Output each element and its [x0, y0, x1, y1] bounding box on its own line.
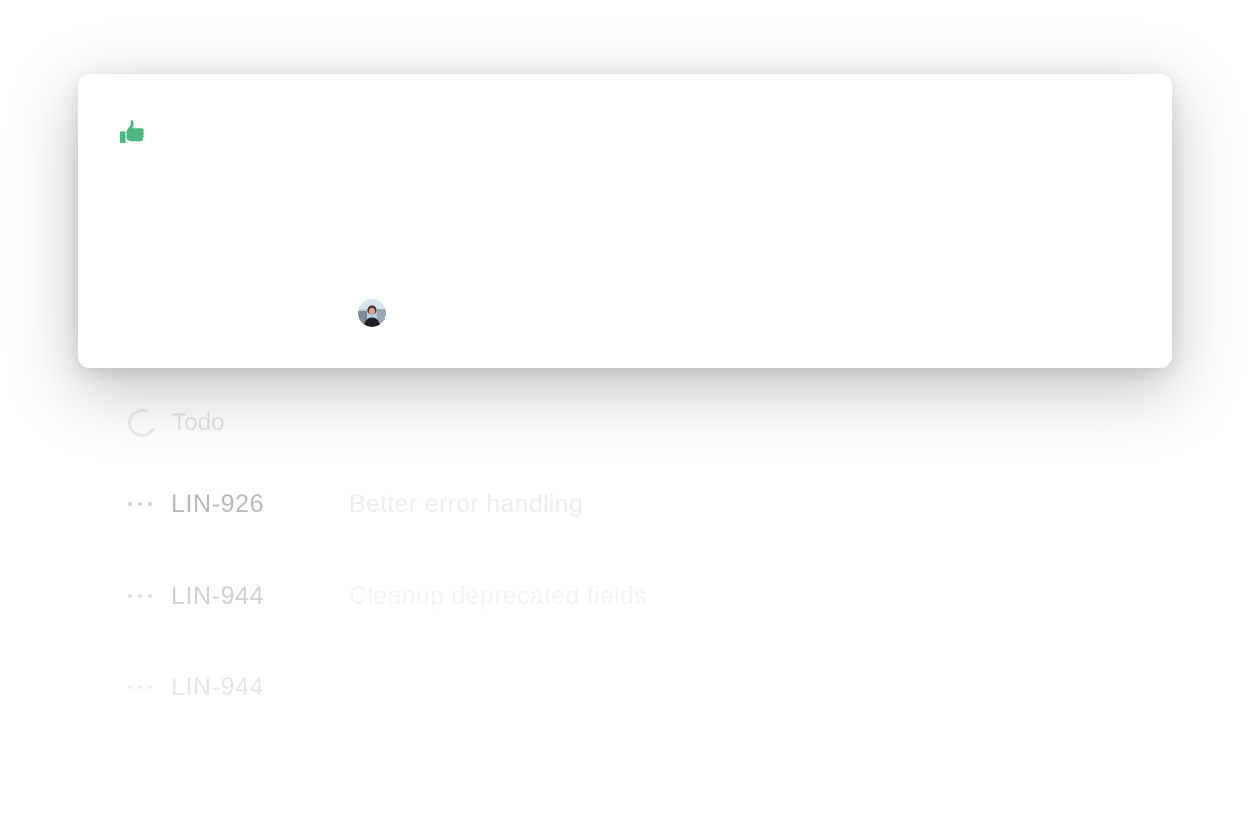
status-group-header[interactable]: Todo — [124, 405, 235, 441]
status-group-label: Todo — [172, 409, 225, 436]
todo-circle-icon — [124, 405, 160, 441]
issue-row[interactable]: LIN-944 — [128, 667, 1128, 707]
issue-id: LIN-926 — [171, 489, 265, 518]
issue-title: Better error handling — [349, 489, 584, 518]
issue-row[interactable]: LIN-926 Better error handling — [128, 484, 1128, 524]
issue-title: Cleanup deprecated fields — [349, 581, 647, 610]
thumb-shape — [120, 120, 144, 143]
issue-id: LIN-944 — [171, 672, 265, 701]
more-dots-icon[interactable] — [128, 502, 152, 506]
thumbs-up-icon[interactable] — [118, 118, 146, 146]
issue-row[interactable]: LIN-944 Cleanup deprecated fields — [128, 576, 1128, 616]
more-dots-icon[interactable] — [128, 594, 152, 598]
user-avatar[interactable] — [358, 299, 386, 327]
issue-card[interactable] — [78, 74, 1172, 368]
issue-id: LIN-944 — [171, 581, 265, 610]
more-dots-icon[interactable] — [128, 685, 152, 689]
